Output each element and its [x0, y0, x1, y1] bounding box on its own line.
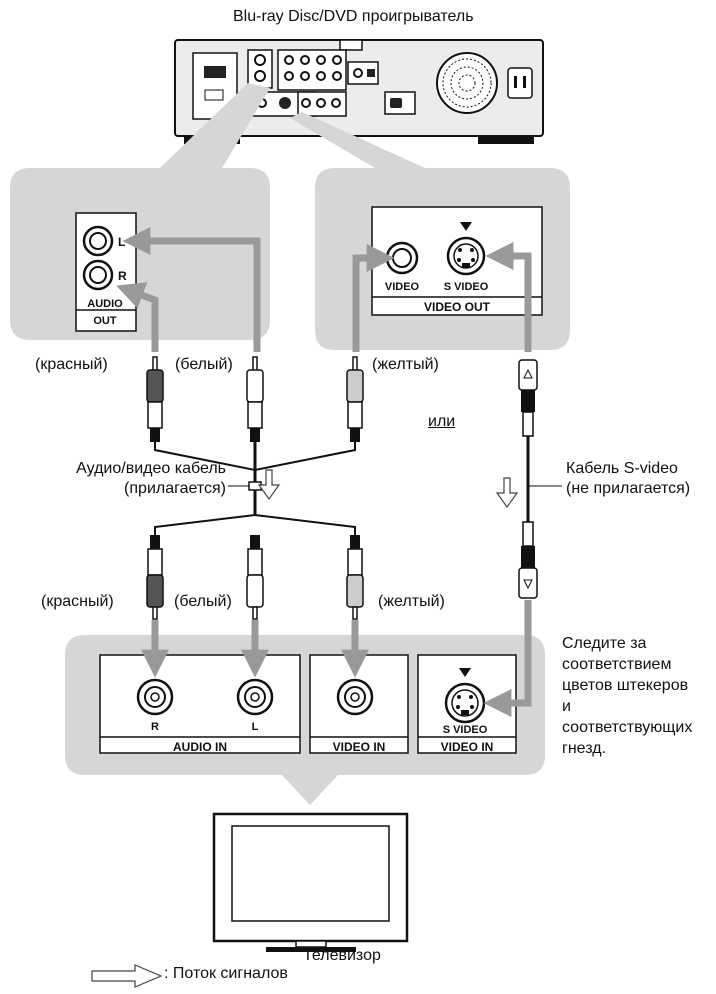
tv-jack-l-label: L	[252, 721, 259, 733]
jack-l-label: L	[118, 235, 125, 249]
video-out-label: VIDEO OUT	[424, 300, 491, 314]
video-in-label-1: VIDEO IN	[333, 740, 386, 754]
upper-arrows	[116, 227, 532, 352]
video-in-label-2: VIDEO IN	[441, 740, 494, 754]
tv-label: Телевизор	[303, 947, 381, 964]
color-match-note: Следите за соответствием цветов штекеров…	[562, 633, 692, 759]
note-line: и	[562, 698, 571, 715]
audio-out-callout: L R AUDIO OUT	[10, 83, 270, 340]
arrow-to-audio-l	[122, 227, 261, 352]
video-out-callout: VIDEO S VIDEO VIDEO OUT	[290, 112, 570, 350]
plug-yellow-top	[346, 356, 364, 442]
av-cable	[154, 442, 356, 535]
note-line: соответствующих	[562, 719, 693, 736]
red-label-top: (красный)	[35, 356, 108, 373]
tv-jack-r-label: R	[151, 721, 159, 733]
legend-label: : Поток сигналов	[164, 965, 288, 982]
arrow-to-tv-s-video	[483, 600, 532, 717]
plug-yellow-bottom	[346, 535, 364, 620]
svideo-cable-label: Кабель S-video	[566, 460, 678, 477]
plug-white-bottom	[246, 535, 264, 620]
note-line: соответствием	[562, 656, 672, 673]
white-label-top: (белый)	[175, 356, 233, 373]
yellow-label-bottom: (желтый)	[378, 593, 445, 610]
audio-in-label: AUDIO IN	[173, 740, 227, 754]
signal-flow-arrow-svideo	[495, 477, 519, 509]
tv-icon	[212, 812, 409, 952]
player-label: Blu-ray Disc/DVD проигрыватель	[233, 8, 474, 25]
or-label: или	[428, 413, 456, 430]
plug-white-top	[246, 356, 264, 442]
svideo-cable-note: (не прилагается)	[566, 480, 691, 497]
arrow-to-s-video	[485, 242, 532, 352]
note-line: гнезд.	[562, 740, 606, 757]
yellow-label-top: (желтый)	[372, 356, 439, 373]
plug-red-top	[146, 356, 164, 442]
video-label: VIDEO	[385, 281, 420, 293]
tv-input-callout: R L S VIDEO AUDIO IN VIDEO IN VIDEO IN	[65, 635, 545, 805]
s-video-cable	[518, 359, 562, 599]
white-label-bottom: (белый)	[174, 593, 232, 610]
player-rear-panel	[174, 39, 544, 144]
audio-out-label-1: AUDIO	[87, 298, 123, 310]
lower-arrows	[141, 600, 532, 717]
plug-red-bottom	[146, 535, 164, 620]
jack-r-label: R	[118, 269, 127, 283]
signal-flow-legend-icon	[91, 964, 163, 988]
signal-flow-arrow-av	[257, 469, 281, 501]
note-line: Следите за	[562, 635, 647, 652]
av-cable-label: Аудио/видео кабель	[76, 460, 226, 477]
arrow-to-audio-r	[116, 282, 159, 352]
tv-s-video-label: S VIDEO	[443, 724, 488, 736]
av-cable-note: (прилагается)	[124, 480, 226, 497]
arrow-to-video	[352, 244, 395, 352]
s-video-label: S VIDEO	[444, 281, 489, 293]
audio-out-label-2: OUT	[93, 315, 117, 327]
red-label-bottom: (красный)	[41, 593, 114, 610]
note-line: цветов штекеров	[562, 677, 689, 694]
